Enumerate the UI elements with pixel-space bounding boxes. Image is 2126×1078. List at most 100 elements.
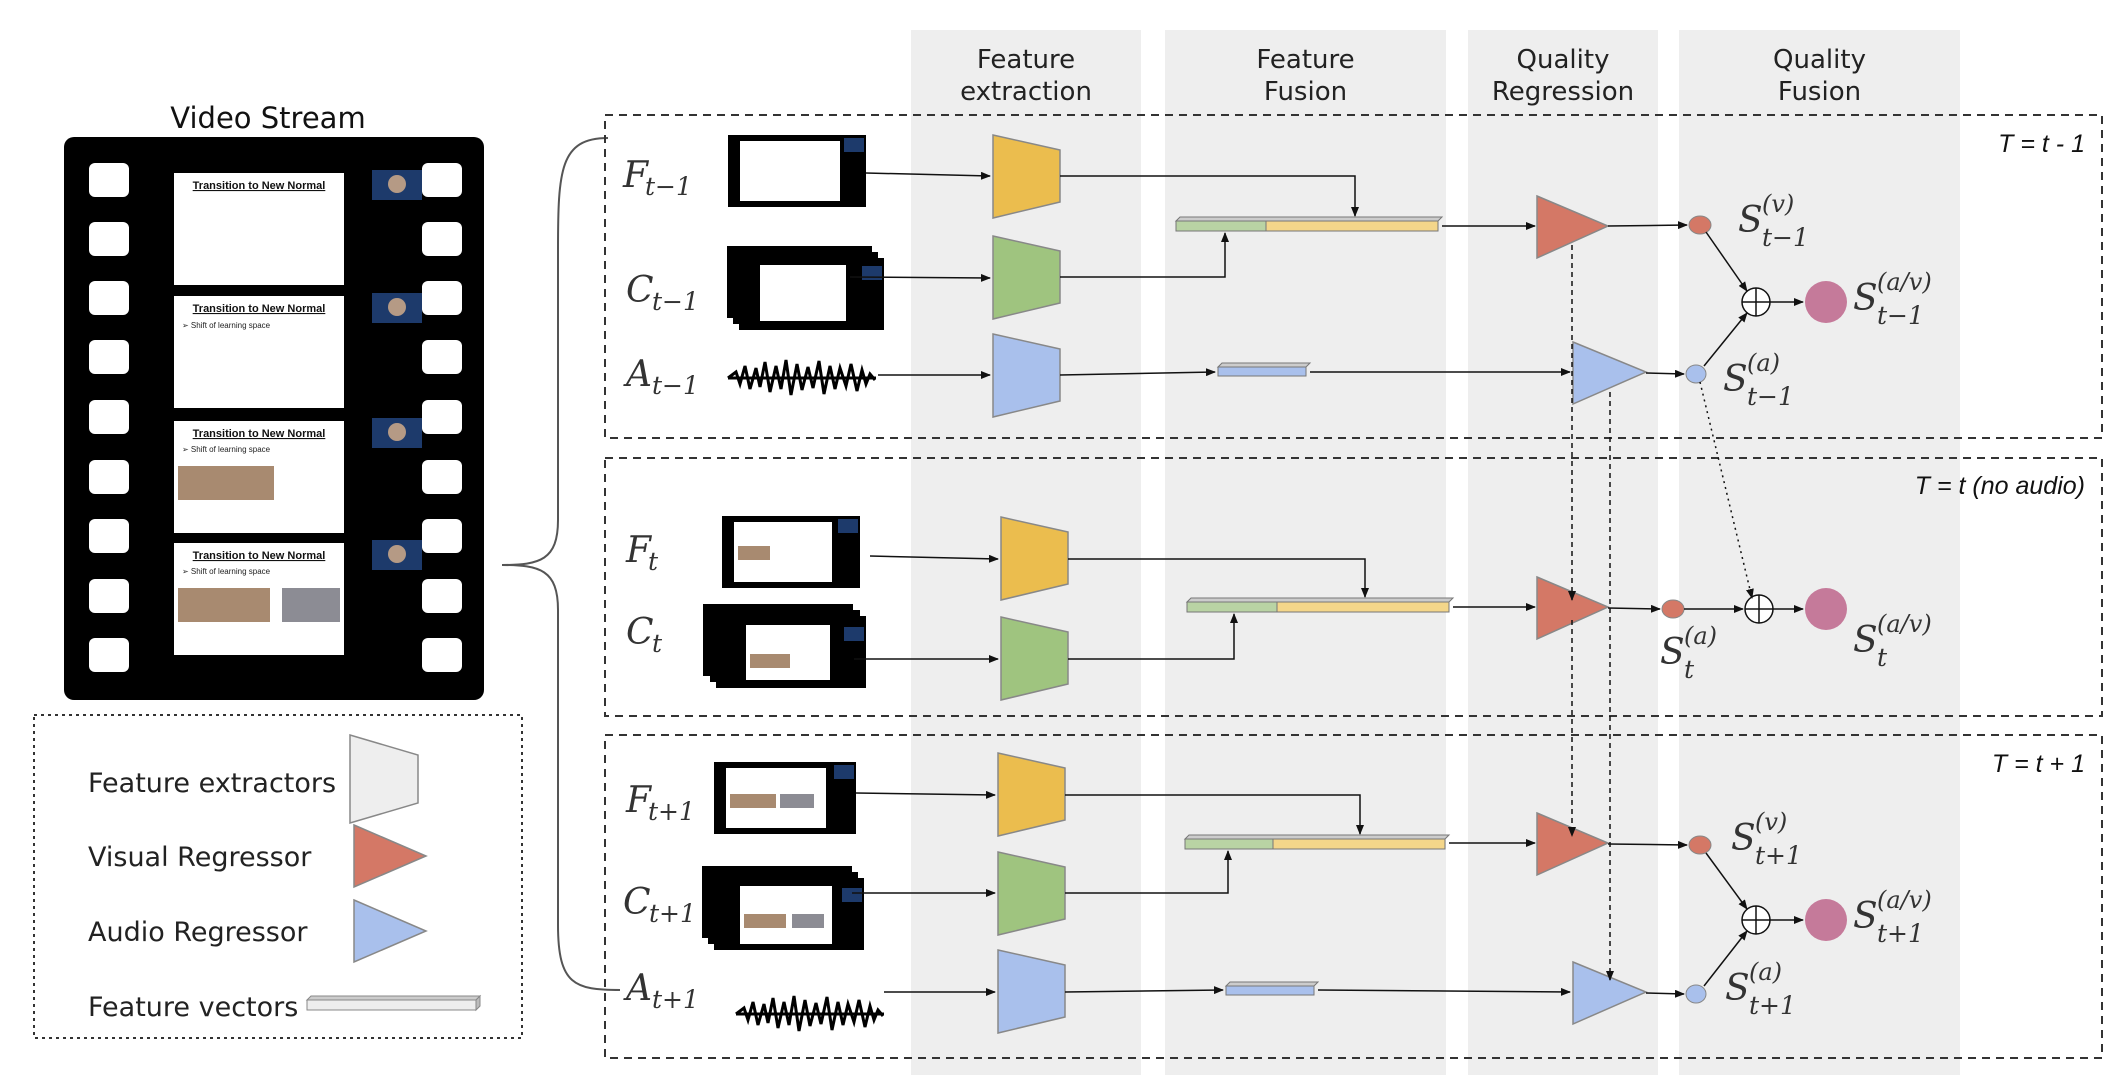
score-label-av-t-minus-1: S (a/v) t−1 xyxy=(1853,268,1932,330)
legend-box xyxy=(33,714,523,1039)
film-slide-4: Transition to New Normal ➢ Shift of lear… xyxy=(174,540,422,655)
column-header-line2: extraction xyxy=(960,77,1092,107)
legend-audio-regressor-icon xyxy=(353,898,428,964)
svg-text:(a/v): (a/v) xyxy=(1877,610,1932,638)
score-label-av-t-plus-1: S (a/v) t+1 xyxy=(1853,886,1932,948)
score-label-v-t-plus-1: S (v) t+1 xyxy=(1731,808,1802,870)
svg-text:t+1: t+1 xyxy=(649,899,696,928)
film-slide-2: Transition to New Normal ➢ Shift of lear… xyxy=(174,293,422,408)
panel-t-plus-1 xyxy=(604,734,2103,1059)
legend-visual-regressor-label: Visual Regressor xyxy=(88,842,312,873)
column-header-line1: Feature xyxy=(1256,45,1355,75)
svg-text:S: S xyxy=(1853,896,1878,937)
legend-extractor-icon xyxy=(349,733,419,825)
slide-bullet: ➢ Shift of learning space xyxy=(182,445,271,454)
legend-feature-extractors-label: Feature extractors xyxy=(88,768,336,799)
column-header-line1: Quality xyxy=(1773,45,1866,75)
audio-regressor-t-minus-1 xyxy=(1572,340,1648,406)
slide-photo xyxy=(178,588,270,622)
slide-title: Transition to New Normal xyxy=(193,550,326,562)
svg-text:(a/v): (a/v) xyxy=(1877,268,1932,296)
svg-text:C: C xyxy=(626,270,654,311)
svg-text:S: S xyxy=(1738,200,1763,241)
svg-text:A: A xyxy=(623,968,652,1009)
svg-text:t−1: t−1 xyxy=(1747,382,1794,411)
label-C-t: C t xyxy=(626,612,663,658)
svg-text:S: S xyxy=(1725,968,1750,1009)
svg-text:(a): (a) xyxy=(1749,958,1782,986)
svg-text:S: S xyxy=(1853,620,1878,661)
panel-label-t: T = t (no audio) xyxy=(1915,472,2085,500)
svg-text:t+1: t+1 xyxy=(1749,991,1796,1020)
clip-extractor-t-minus-1 xyxy=(992,235,1061,320)
label-C-t-plus-1: C t+1 xyxy=(623,882,696,928)
svg-text:A: A xyxy=(623,354,652,395)
score-label-a-t: S (a) t xyxy=(1660,622,1717,684)
audio-carry-arrow xyxy=(1699,381,1754,599)
panel-t-minus-1 xyxy=(604,114,2103,439)
audio-score-dot-t-plus-1 xyxy=(1685,984,1707,1004)
column-header-line2: Fusion xyxy=(1263,77,1348,107)
label-F-t-plus-1: F t+1 xyxy=(625,780,695,826)
frame-extractor-t-minus-1 xyxy=(992,134,1061,219)
svg-text:S: S xyxy=(1723,359,1748,400)
slide-bullet: ➢ Shift of learning space xyxy=(182,321,271,330)
label-A-t-plus-1: A t+1 xyxy=(623,968,699,1014)
audio-feature-vector-t-minus-1 xyxy=(1216,362,1312,377)
column-band-regression xyxy=(1468,30,1658,1075)
svg-text:t−1: t−1 xyxy=(652,287,699,316)
svg-text:C: C xyxy=(623,882,651,923)
svg-text:t−1: t−1 xyxy=(645,172,692,201)
svg-text:F: F xyxy=(625,780,653,821)
film-slide-3: Transition to New Normal ➢ Shift of lear… xyxy=(174,418,422,533)
clip-stack-t xyxy=(703,604,866,688)
panel-label-t-plus-1: T = t + 1 xyxy=(1992,750,2085,778)
score-label-av-t: S (a/v) t xyxy=(1853,610,1932,672)
svg-text:t−1: t−1 xyxy=(1877,301,1924,330)
svg-text:(v): (v) xyxy=(1755,808,1787,836)
svg-text:F: F xyxy=(625,530,653,571)
svg-text:t: t xyxy=(1684,655,1695,684)
svg-text:t: t xyxy=(652,629,663,658)
svg-text:(a/v): (a/v) xyxy=(1877,886,1932,914)
label-C-t-minus-1: C t−1 xyxy=(626,270,699,316)
frame-extractor-t-plus-1 xyxy=(997,752,1066,837)
audio-score-dot-t-minus-1 xyxy=(1685,364,1707,384)
temporal-arrows xyxy=(1568,245,1614,981)
legend-visual-regressor-icon xyxy=(353,823,428,889)
column-header-quality-fusion: Quality Fusion xyxy=(1679,44,1960,108)
film-slide-1: Transition to New Normal xyxy=(174,170,422,285)
svg-text:t+1: t+1 xyxy=(652,985,699,1014)
slide-bullet: ➢ Shift of learning space xyxy=(182,567,271,576)
slide-photo xyxy=(282,588,340,622)
column-header-line2: Fusion xyxy=(1777,77,1862,107)
slide-title: Transition to New Normal xyxy=(193,303,326,315)
video-stream-title: Video Stream xyxy=(170,101,365,135)
clip-stack-t-minus-1 xyxy=(727,246,884,330)
frame-thumbnail-t-plus-1 xyxy=(714,762,856,834)
legend-feature-vector-icon xyxy=(305,994,482,1012)
clip-extractor-t-plus-1 xyxy=(997,851,1066,936)
svg-text:F: F xyxy=(622,155,650,196)
score-label-v-t-minus-1: S (v) t−1 xyxy=(1738,190,1809,252)
svg-text:(a): (a) xyxy=(1684,622,1717,650)
flow-arrows xyxy=(849,171,1804,998)
label-F-t: F t xyxy=(625,530,659,576)
column-header-feature-fusion: Feature Fusion xyxy=(1165,44,1446,108)
clip-extractor-t xyxy=(1000,616,1069,701)
panel-label-t-minus-1: T = t - 1 xyxy=(1998,130,2085,158)
legend-audio-regressor-label: Audio Regressor xyxy=(88,917,308,948)
column-header-quality-regression: Quality Regression xyxy=(1468,44,1658,108)
frame-thumbnail-t xyxy=(722,516,860,588)
column-header-feature-extraction: Feature extraction xyxy=(911,44,1141,108)
svg-text:t: t xyxy=(1877,643,1888,672)
slide-title: Transition to New Normal xyxy=(193,428,326,440)
score-label-a-t-minus-1: S (a) t−1 xyxy=(1723,349,1794,411)
svg-text:C: C xyxy=(626,612,654,653)
svg-text:S: S xyxy=(1660,632,1685,673)
fused-score-dot-t-plus-1 xyxy=(1805,899,1847,941)
audio-waveform-t-plus-1 xyxy=(735,995,885,1032)
slide-title: Transition to New Normal xyxy=(193,180,326,192)
panel-t xyxy=(604,457,2103,717)
